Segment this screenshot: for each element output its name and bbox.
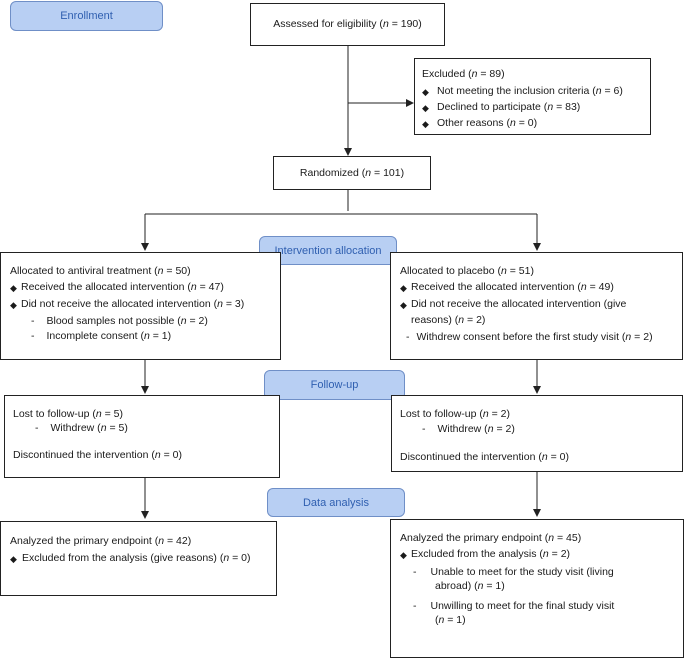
left-analysis-box: Analyzed the primary endpoint (n = 42) ◆… [0,521,277,596]
right-not-received-line2: reasons) (n = 2) [411,314,486,326]
right-withdrew: -Withdrew (n = 2) [422,423,515,435]
stage-intervention-allocation: Intervention allocation [259,236,397,265]
bullet-icon: ◆ [422,103,429,113]
excluded-box: Excluded (n = 89) ◆ Not meeting the incl… [414,58,651,135]
bullet-icon: ◆ [400,283,407,293]
right-received: Received the allocated intervention (n =… [411,281,614,293]
bullet-icon: ◆ [400,300,407,310]
left-analyzed: Analyzed the primary endpoint (n = 42) [10,535,192,547]
stage-enrollment: Enrollment [10,1,163,31]
left-received: Received the allocated intervention (n =… [21,281,224,293]
stage-follow-up: Follow-up [264,370,405,400]
excluded-item-other: Other reasons (n = 0) [437,117,538,129]
right-excluded-analysis: Excluded from the analysis (n = 2) [411,548,571,560]
right-allocation-box: Allocated to placebo (n = 51) ◆ Received… [390,252,683,360]
right-analysis-box: Analyzed the primary endpoint (n = 45) ◆… [390,519,684,658]
stage-enrollment-label: Enrollment [60,10,113,22]
bullet-icon: ◆ [422,87,429,97]
right-excl-reason-abroad-line2: abroad) (n = 1) [435,580,505,592]
bullet-icon: ◆ [422,119,429,129]
assessed-text: Assessed for eligibility (n = 190) [273,18,422,30]
right-analyzed: Analyzed the primary endpoint (n = 45) [400,532,582,544]
stage-data-analysis: Data analysis [267,488,405,517]
right-reason-withdrew-consent: -Withdrew consent before the first study… [406,331,653,343]
right-excl-reason-unwilling-line2: (n = 1) [435,614,466,626]
bullet-icon: ◆ [400,550,407,560]
left-withdrew: -Withdrew (n = 5) [35,422,128,434]
randomized-text: Randomized (n = 101) [299,167,405,179]
right-discontinued: Discontinued the intervention (n = 0) [400,451,569,463]
stage-allocation-label: Intervention allocation [274,244,382,257]
bullet-icon: ◆ [10,300,17,310]
randomized-box: Randomized (n = 101) [273,156,431,190]
stage-followup-label: Follow-up [310,379,359,391]
bullet-icon: ◆ [10,554,17,564]
left-allocated: Allocated to antiviral treatment (n = 50… [10,265,191,277]
left-reason-blood: -Blood samples not possible (n = 2) [31,315,208,327]
right-not-received-line1: Did not receive the allocated interventi… [411,298,627,310]
left-not-received: Did not receive the allocated interventi… [21,298,245,310]
right-excl-reason-unwilling: -Unwilling to meet for the final study v… [413,600,615,612]
left-discontinued: Discontinued the intervention (n = 0) [13,449,182,461]
excluded-item-declined: Declined to participate (n = 83) [437,101,581,113]
left-reason-consent: -Incomplete consent (n = 1) [31,330,172,342]
excluded-item-criteria: Not meeting the inclusion criteria (n = … [437,85,623,97]
right-followup-box: Lost to follow-up (n = 2) -Withdrew (n =… [391,395,683,472]
left-lost: Lost to follow-up (n = 5) [13,408,124,420]
right-lost: Lost to follow-up (n = 2) [400,408,511,420]
bullet-icon: ◆ [10,283,17,293]
right-allocated: Allocated to placebo (n = 51) [400,265,534,277]
stage-analysis-label: Data analysis [302,496,370,509]
excluded-title: Excluded (n = 89) [422,68,505,80]
assessed-box: Assessed for eligibility (n = 190) [250,3,445,46]
left-followup-box: Lost to follow-up (n = 5) -Withdrew (n =… [4,395,280,478]
right-excl-reason-abroad: -Unable to meet for the study visit (liv… [413,566,614,578]
left-allocation-box: Allocated to antiviral treatment (n = 50… [0,252,281,360]
left-excluded-analysis: Excluded from the analysis (give reasons… [22,552,251,564]
